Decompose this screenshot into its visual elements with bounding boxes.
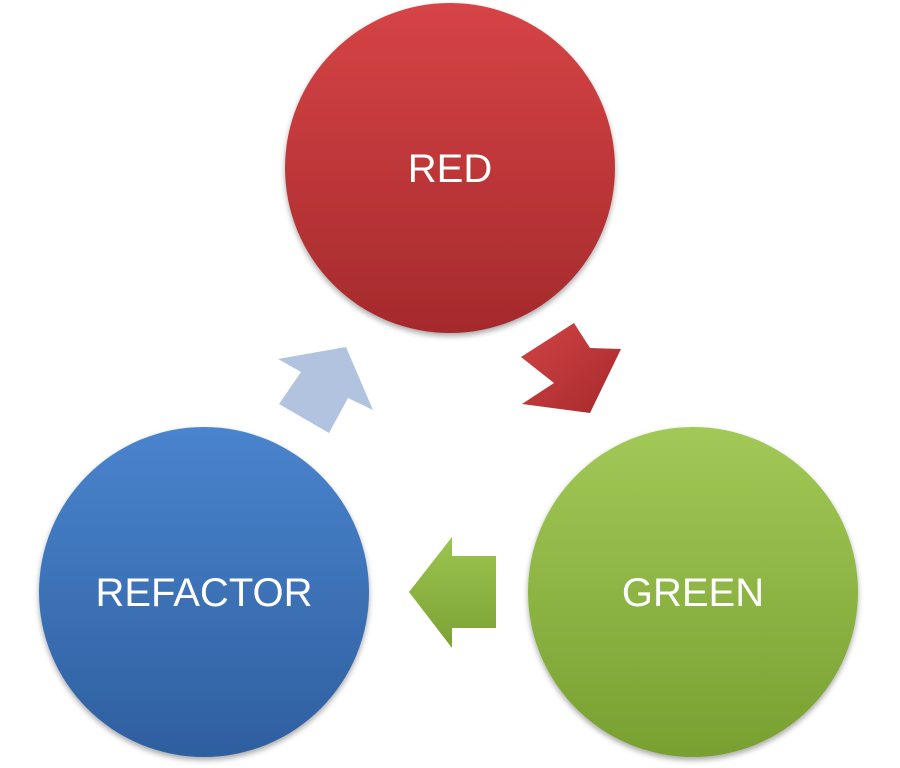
green-label: GREEN	[622, 571, 764, 615]
refactor-node: REFACTOR	[39, 427, 369, 757]
arrow-red-to-green	[521, 323, 621, 413]
refactor-circle	[39, 427, 369, 757]
red-node: RED	[285, 3, 615, 333]
arrow-green-to-refactor	[409, 537, 496, 648]
refactor-label: REFACTOR	[95, 571, 312, 615]
red-circle	[285, 3, 615, 333]
green-node: GREEN	[528, 427, 858, 757]
red-label: RED	[408, 147, 492, 191]
green-circle	[528, 427, 858, 757]
arrow-refactor-to-red	[278, 347, 373, 433]
